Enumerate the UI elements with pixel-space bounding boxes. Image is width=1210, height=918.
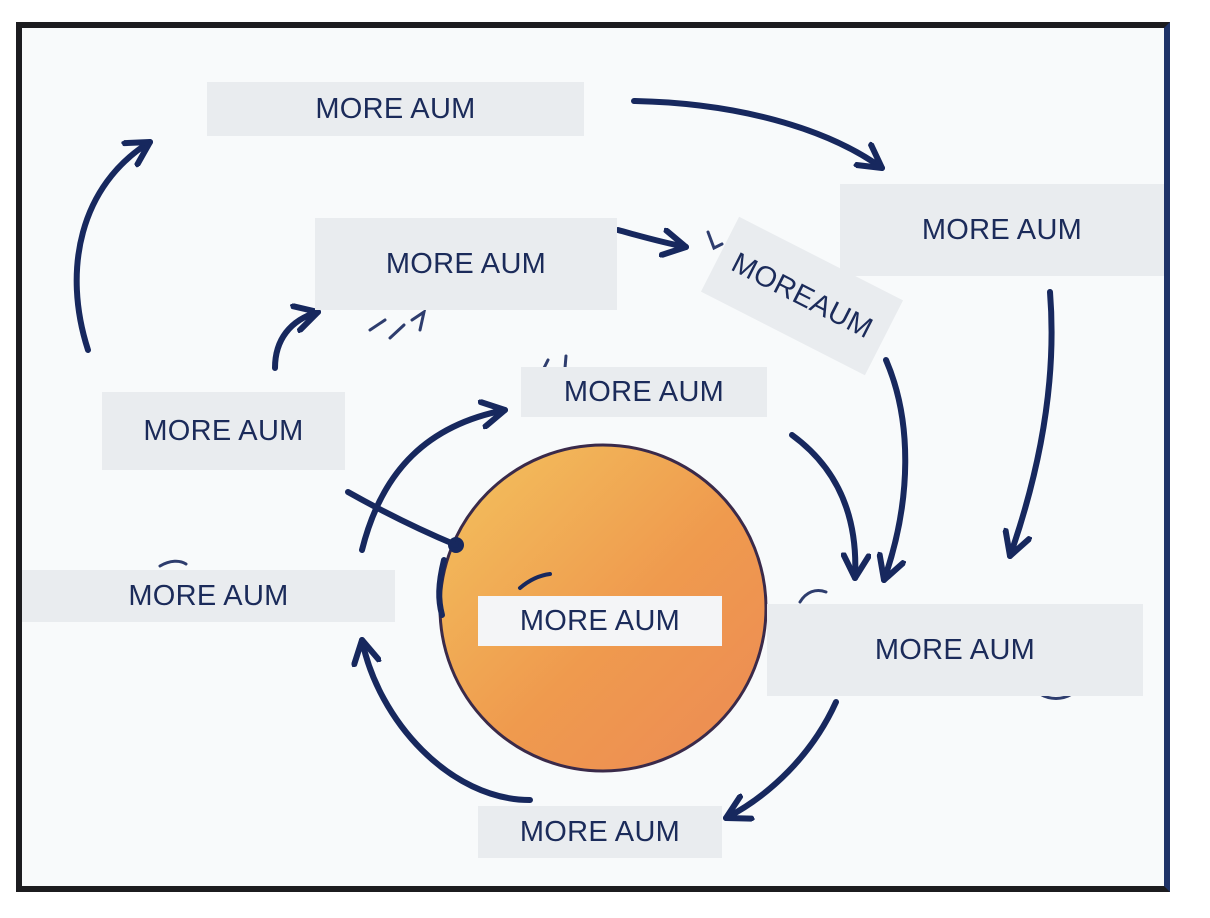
arrow-upper-to-tilted — [615, 227, 689, 247]
sketch-scribble — [158, 559, 188, 568]
sketch-scribble — [368, 308, 427, 340]
arrow-mid-down — [789, 432, 855, 581]
label-tilted-line2: AUM — [804, 286, 878, 346]
label-bottom: MORE AUM — [478, 806, 722, 858]
label-left: MORE AUM — [102, 392, 345, 470]
label-mid: MORE AUM — [521, 367, 767, 417]
arrow-bottom-to-left — [362, 637, 533, 803]
label-tilted-line1: MORE — [726, 246, 820, 316]
sketch-scribble — [706, 230, 724, 251]
label-center: MORE AUM — [478, 596, 722, 646]
arrow-left-to-upper — [272, 312, 321, 371]
label-top: MORE AUM — [207, 82, 584, 136]
arrow-top-right — [631, 98, 885, 171]
label-right-bottom: MORE AUM — [767, 604, 1143, 696]
label-right-top: MORE AUM — [840, 184, 1164, 276]
arrow-tilted-down — [884, 357, 909, 583]
circle-inner-stroke — [518, 572, 552, 590]
label-upper-middle: MORE AUM — [315, 218, 617, 310]
arrow-left-to-circle — [345, 489, 459, 548]
arrow-right-to-bottom — [723, 699, 839, 818]
arrow-right-down — [1010, 289, 1055, 559]
arrow-left-up — [73, 139, 153, 353]
label-lower-left: MORE AUM — [22, 570, 395, 622]
arrow-circle-left-edge — [436, 557, 447, 618]
arrow-left-to-mid — [359, 410, 508, 553]
sketch-scribble — [798, 588, 828, 604]
